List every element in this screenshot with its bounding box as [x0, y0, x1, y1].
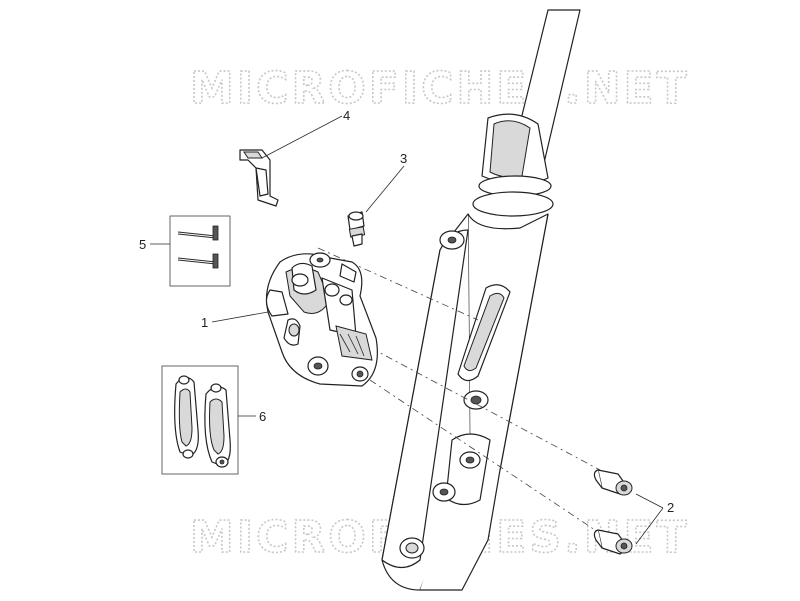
callout-5: 5 — [139, 237, 146, 252]
pad-spring-bracket — [239, 149, 279, 207]
brake-pads-box — [161, 365, 239, 475]
callout-1: 1 — [201, 315, 208, 330]
caliper-bolts — [593, 469, 633, 555]
leader-lines — [150, 115, 664, 545]
bleed-valve — [347, 211, 366, 247]
pad-pins-box — [169, 215, 231, 287]
fork-leg — [381, 9, 581, 591]
pad-pins — [177, 225, 219, 269]
watermark-top: MICROFICHES.NET — [190, 63, 690, 114]
assembly-lines — [317, 247, 611, 541]
callout-4: 4 — [343, 108, 350, 123]
callout-2: 2 — [667, 500, 674, 515]
callout-6: 6 — [259, 409, 266, 424]
brake-caliper — [265, 252, 378, 387]
callout-3: 3 — [400, 151, 407, 166]
brake-pads — [174, 375, 231, 468]
